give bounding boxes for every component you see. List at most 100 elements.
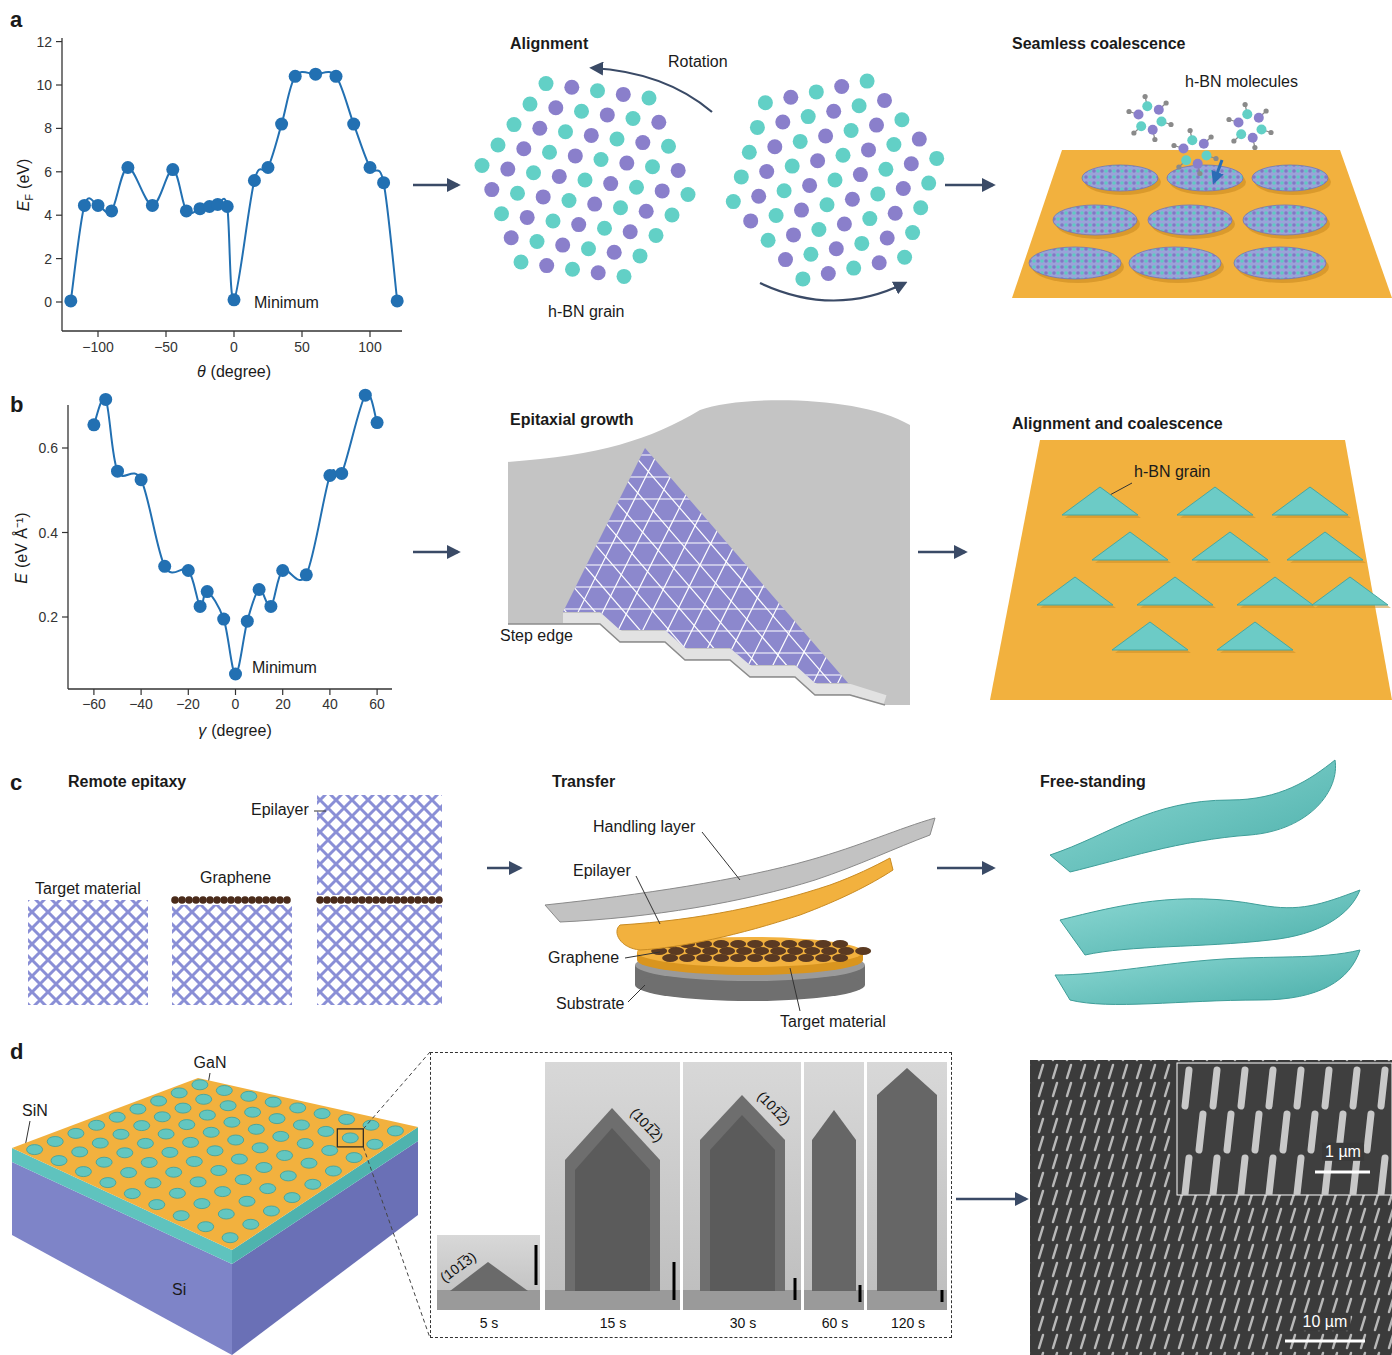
tick-label: 40 — [322, 696, 338, 712]
data-point — [330, 70, 343, 83]
annotation: Si — [172, 1281, 186, 1299]
lattice-block — [317, 795, 442, 895]
tick-label: 60 — [369, 696, 385, 712]
substrate-plane — [990, 150, 1392, 700]
atom — [743, 213, 758, 228]
mask-hole — [47, 1137, 63, 1147]
axis-tick — [62, 616, 68, 617]
graphene-flake — [838, 947, 854, 955]
lattice-line — [642, 60, 1191, 696]
mask-hole — [367, 1139, 383, 1149]
tick-label: −50 — [154, 339, 178, 355]
nanorod — [1297, 1070, 1301, 1106]
energy-chart — [62, 389, 392, 695]
tick-label: 8 — [44, 120, 52, 136]
atom — [514, 255, 529, 270]
hydrogen-atom — [1252, 145, 1257, 150]
hydrogen-atom — [1209, 134, 1214, 139]
graphene-flake — [804, 947, 820, 955]
atom — [681, 187, 696, 202]
panel-title: Alignment and coalescence — [1012, 415, 1223, 433]
lattice-lines — [192, 46, 1207, 1084]
lattice-line — [355, 111, 731, 862]
nanorod — [1199, 1114, 1203, 1150]
panel-arrow — [413, 551, 458, 554]
axis-tick — [282, 689, 283, 695]
mask-hole — [75, 1167, 91, 1177]
grain — [1082, 165, 1158, 191]
lattice-line — [493, 180, 869, 931]
lattice-line — [276, 71, 652, 822]
mask-hole — [149, 1200, 165, 1210]
panel-title: Transfer — [552, 773, 615, 791]
data-point — [371, 416, 384, 429]
graphene-flake — [770, 947, 786, 955]
axis-tick — [377, 689, 378, 695]
graphene-atom — [435, 896, 443, 904]
atom — [810, 153, 825, 168]
tick-label: 100 — [358, 339, 381, 355]
annotation: SiN — [22, 1102, 48, 1120]
atom — [872, 255, 887, 270]
data-point — [64, 294, 77, 307]
graphene-atom — [372, 896, 380, 904]
grain — [1137, 577, 1213, 605]
annotation: Target material — [780, 1013, 886, 1031]
panel-letter: b — [10, 392, 23, 417]
atom — [649, 228, 664, 243]
sem-image: 10 µm1 µm — [1030, 1060, 1392, 1355]
zoom-box: (101̅3)5 s(101̅2)15 s(101̅2)30 s60 s120 … — [430, 1052, 952, 1338]
lattice-line — [280, 300, 1120, 301]
annotation: h-BN molecules — [1185, 73, 1298, 91]
tem-frame — [683, 1290, 801, 1310]
mask-hole — [173, 1211, 189, 1221]
lattice-line — [280, 432, 1120, 433]
hydrogen-atom — [1152, 137, 1157, 142]
tem-frame — [859, 1285, 862, 1302]
atom — [491, 138, 506, 153]
lattice-line — [559, 132, 1108, 768]
nanorod — [1381, 1158, 1385, 1194]
hydrogen-atom — [1171, 143, 1176, 148]
graphene-flake — [815, 954, 831, 962]
tick-label: 6 — [44, 164, 52, 180]
mask-hole — [158, 1129, 174, 1139]
atom — [539, 76, 554, 91]
hydrogen-atom — [1231, 138, 1236, 143]
atom — [523, 97, 538, 112]
lattice-line — [575, 118, 1124, 754]
panel-letter: d — [10, 1039, 23, 1064]
axis-title-part: E — [13, 573, 30, 584]
atom — [1242, 109, 1252, 119]
sem-micrograph — [1285, 1340, 1365, 1343]
atom — [897, 250, 912, 265]
atom — [1154, 105, 1164, 115]
lattice-line — [280, 366, 1120, 367]
mask-hole — [239, 1196, 255, 1206]
atom — [665, 208, 680, 223]
tick-label: 0 — [232, 696, 240, 712]
atom — [619, 156, 634, 171]
annotation: Graphene — [548, 949, 619, 967]
annotation: Handling layer — [593, 818, 695, 836]
atom — [564, 80, 579, 95]
atom — [880, 231, 895, 246]
mask-hole — [228, 1135, 244, 1145]
mask-hole — [243, 1219, 259, 1229]
lattice-line — [532, 199, 908, 950]
axis-tick — [56, 215, 62, 216]
annotation: Substrate — [556, 995, 624, 1013]
graphene-atom — [213, 896, 221, 904]
tem-frame — [804, 1290, 864, 1310]
atom — [894, 112, 909, 127]
atom — [590, 83, 605, 98]
nanorod — [1255, 1114, 1259, 1150]
lattice-line — [315, 91, 691, 842]
atom — [750, 120, 765, 135]
graphene-flake — [668, 947, 684, 955]
data-point — [377, 176, 390, 189]
grain — [1112, 622, 1188, 650]
tem-label: 60 s — [822, 1315, 848, 1331]
atom — [532, 121, 547, 136]
